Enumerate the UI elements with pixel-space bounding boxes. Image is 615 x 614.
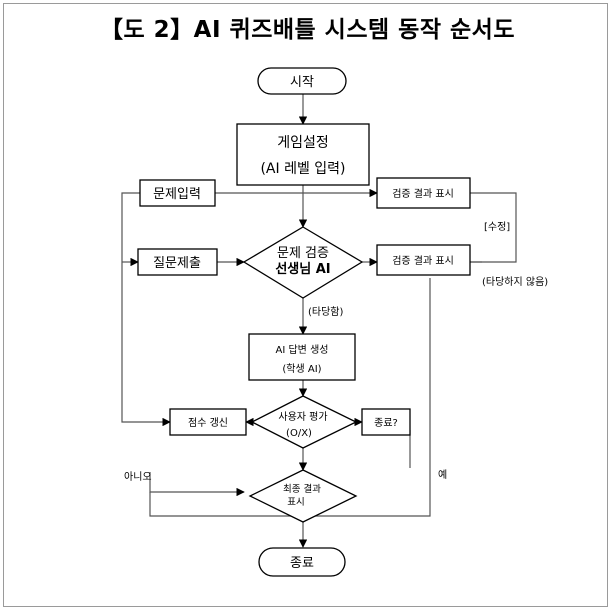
user-eval-label-2: (O/X)	[286, 428, 312, 439]
verify-decision-diamond	[242, 226, 364, 299]
yes-label: 예	[438, 469, 447, 481]
game-setup-label-1: 게임설정	[277, 135, 329, 151]
verify-result-box-2	[376, 244, 471, 276]
final-result-label-2: 표시	[287, 497, 304, 508]
final-result-diamond	[248, 469, 358, 523]
revise-label: [수정]	[484, 221, 510, 233]
question-submit-box	[137, 248, 218, 276]
final-result-label-1: 최종 결과	[283, 484, 321, 495]
end-label: 종료	[290, 556, 314, 571]
verify-decision-label-2: 선생님 AI	[275, 261, 330, 277]
ai-answer-label-1: AI 답변 생성	[276, 344, 329, 356]
game-setup-box	[236, 123, 370, 186]
ai-answer-box	[248, 333, 356, 381]
user-eval-label-1: 사용자 평가	[278, 411, 327, 423]
verify-result-label-1: 검증 결과 표시	[392, 188, 454, 200]
no-label: 아니오	[124, 471, 152, 483]
start-terminal	[257, 67, 347, 95]
end-check-box	[361, 408, 411, 436]
end-terminal	[258, 547, 346, 577]
verify-result-box-1	[376, 177, 471, 209]
end-check-label: 종료?	[374, 417, 398, 429]
score-update-box	[169, 408, 247, 436]
verify-result-label-2: 검증 결과 표시	[392, 255, 454, 267]
invalid-label: (타당하지 않음)	[482, 275, 548, 288]
question-submit-label: 질문제출	[153, 256, 201, 271]
user-eval-diamond	[250, 395, 358, 449]
game-setup-label-2: (AI 레벨 입력)	[260, 161, 345, 177]
ai-answer-label-2: (학생 AI)	[282, 363, 321, 375]
figure-title: 【도 2】AI 퀴즈배틀 시스템 동작 순서도	[100, 17, 515, 43]
valid-label: (타당함)	[308, 306, 344, 318]
verify-decision-label-1: 문제 검증	[277, 246, 329, 261]
question-input-label: 문제입력	[153, 187, 201, 202]
question-input-box	[139, 179, 216, 207]
figure-frame	[3, 3, 608, 607]
start-label: 시작	[290, 75, 314, 90]
connector-lines	[121, 94, 517, 548]
score-update-label: 점수 갱신	[188, 417, 228, 429]
